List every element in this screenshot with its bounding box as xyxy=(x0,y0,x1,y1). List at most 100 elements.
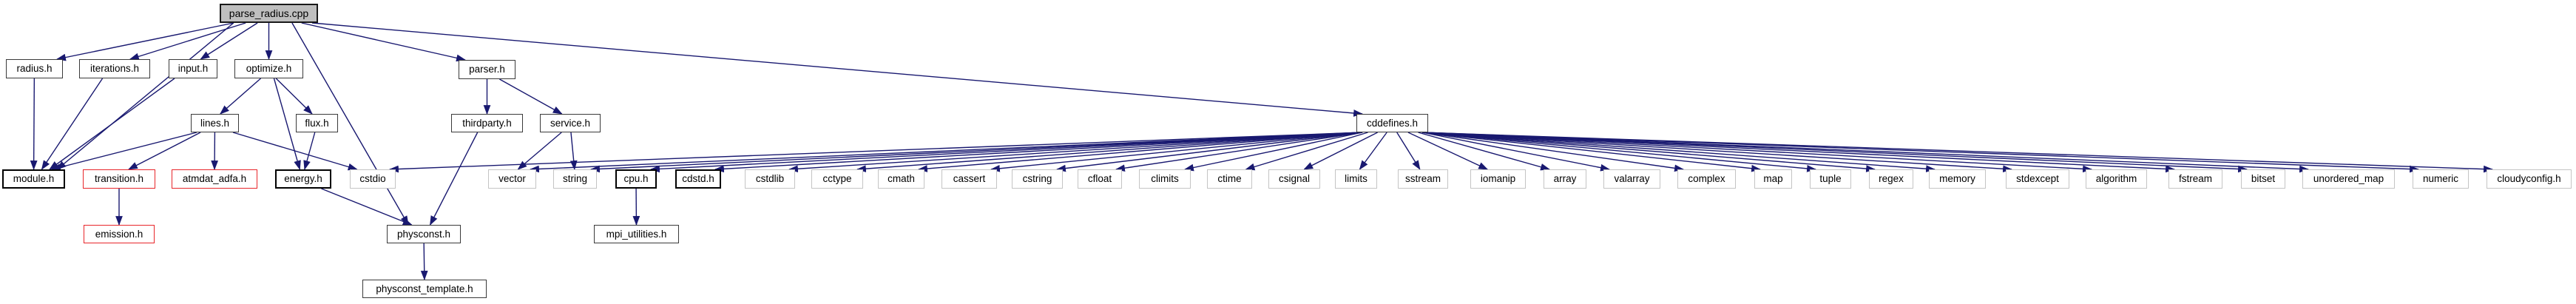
node-memory: memory xyxy=(1929,169,1986,189)
node-transition-h[interactable]: transition.h xyxy=(83,169,155,189)
edge-parser-h-to-service-h xyxy=(499,78,563,115)
node-emission-h[interactable]: emission.h xyxy=(84,225,155,243)
edge-cddefines-h-to-stdexcept xyxy=(1421,132,2013,173)
node-energy-h[interactable]: energy.h xyxy=(275,169,331,189)
edge-cddefines-h-to-cassert xyxy=(990,132,1363,172)
node-parser-h[interactable]: parser.h xyxy=(459,60,515,79)
edge-cddefines-h-to-cmath xyxy=(917,132,1363,172)
node-service-h[interactable]: service.h xyxy=(540,114,601,132)
node-parse-radius-cpp[interactable]: parse_radius.cpp xyxy=(220,4,318,23)
node-mpi-utilities-h[interactable]: mpi_utilities.h xyxy=(594,225,679,243)
node-sstream: sstream xyxy=(1398,169,1448,189)
edge-cddefines-h-to-tuple xyxy=(1421,132,1817,172)
edge-lines-h-to-cstdio xyxy=(232,132,358,171)
node-cstdio: cstdio xyxy=(350,169,396,189)
node-regex: regex xyxy=(1869,169,1913,189)
node-map: map xyxy=(1754,169,1792,189)
edge-cddefines-h-to-array xyxy=(1418,132,1551,171)
node-ctime: ctime xyxy=(1207,169,1252,189)
node-physconst-template-h[interactable]: physconst_template.h xyxy=(362,280,487,298)
edge-cddefines-h-to-sstream xyxy=(1396,132,1421,170)
edge-radius-h-to-module-h xyxy=(30,78,38,171)
node-tuple: tuple xyxy=(1810,169,1851,189)
edge-parse-radius-cpp-to-physconst-h xyxy=(291,22,409,226)
node-climits: climits xyxy=(1139,169,1191,189)
edge-cddefines-h-to-ctime xyxy=(1245,132,1368,171)
edge-optimize-h-to-flux-h xyxy=(275,78,313,115)
edge-optimize-h-to-energy-h xyxy=(273,78,301,171)
edge-input-h-to-module-h xyxy=(49,78,175,170)
node-limits: limits xyxy=(1335,169,1377,189)
edge-parse-radius-cpp-to-input-h xyxy=(200,22,258,60)
edge-cddefines-h-to-fstream xyxy=(1421,132,2176,173)
edge-parse-radius-cpp-to-cddefines-h xyxy=(311,22,1364,117)
node-cassert: cassert xyxy=(942,169,997,189)
node-atmdat-adfa-h[interactable]: atmdat_adfa.h xyxy=(172,169,257,189)
node-iterations-h[interactable]: iterations.h xyxy=(79,59,150,78)
node-complex: complex xyxy=(1677,169,1736,189)
node-input-h[interactable]: input.h xyxy=(169,59,217,78)
node-flux-h[interactable]: flux.h xyxy=(296,114,338,132)
edge-cddefines-h-to-valarray xyxy=(1421,132,1611,172)
node-thirdparty-h[interactable]: thirdparty.h xyxy=(451,114,523,132)
edge-thirdparty-h-to-physconst-h xyxy=(429,132,479,226)
node-algorithm: algorithm xyxy=(2086,169,2147,189)
edge-cddefines-h-to-cstring xyxy=(1055,132,1363,172)
node-numeric: numeric xyxy=(2413,169,2469,189)
node-fstream: fstream xyxy=(2168,169,2222,189)
edge-cddefines-h-to-cstdio xyxy=(388,132,1363,173)
edge-optimize-h-to-lines-h xyxy=(219,78,262,115)
node-stdexcept: stdexcept xyxy=(2006,169,2069,189)
edge-parse-radius-cpp-to-parser-h xyxy=(301,22,467,62)
node-cpu-h[interactable]: cpu.h xyxy=(615,169,657,189)
node-optimize-h[interactable]: optimize.h xyxy=(234,59,303,78)
edge-cddefines-h-to-regex xyxy=(1421,132,1876,172)
node-string: string xyxy=(553,169,597,189)
edge-cddefines-h-to-cloudyconfig-h xyxy=(1421,132,2494,173)
node-csignal: csignal xyxy=(1268,169,1320,189)
node-cstring: cstring xyxy=(1012,169,1063,189)
node-cstdlib: cstdlib xyxy=(745,169,795,189)
node-vector: vector xyxy=(488,169,536,189)
edge-parse-radius-cpp-to-module-h xyxy=(56,22,234,170)
edge-iterations-h-to-module-h xyxy=(41,78,104,170)
edge-cddefines-h-to-cstdlib xyxy=(788,132,1363,173)
edge-service-h-to-string xyxy=(569,132,578,171)
edge-cddefines-h-to-limits xyxy=(1359,132,1387,170)
node-cmath: cmath xyxy=(878,169,924,189)
node-cloudyconfig-h: cloudyconfig.h xyxy=(2487,169,2572,189)
node-valarray: valarray xyxy=(1603,169,1660,189)
edge-cddefines-h-to-string xyxy=(589,132,1363,173)
edge-cddefines-h-to-algorithm xyxy=(1421,132,2093,173)
node-lines-h[interactable]: lines.h xyxy=(191,114,239,132)
node-cddefines-h[interactable]: cddefines.h xyxy=(1356,114,1428,132)
node-radius-h[interactable]: radius.h xyxy=(6,59,63,78)
edge-cddefines-h-to-csignal xyxy=(1303,132,1378,170)
edge-cddefines-h-to-climits xyxy=(1183,132,1363,172)
edge-lines-h-to-module-h xyxy=(50,132,197,171)
edge-service-h-to-vector xyxy=(517,132,562,170)
node-unordered-map: unordered_map xyxy=(2302,169,2395,189)
edge-cddefines-h-to-cfloat xyxy=(1115,132,1363,172)
node-array: array xyxy=(1544,169,1586,189)
node-bitset: bitset xyxy=(2241,169,2285,189)
edge-lines-h-to-transition-h xyxy=(127,132,201,170)
node-module-h[interactable]: module.h xyxy=(2,169,65,189)
node-physconst-h[interactable]: physconst.h xyxy=(387,225,461,243)
edge-physconst-h-to-physconst-template-h xyxy=(420,243,428,281)
edge-cddefines-h-to-unordered-map xyxy=(1421,132,2310,173)
node-cctype: cctype xyxy=(811,169,863,189)
edge-energy-h-to-physconst-h xyxy=(321,188,413,226)
edge-cddefines-h-to-cctype xyxy=(856,132,1363,172)
edge-flux-h-to-energy-h xyxy=(303,132,316,171)
node-cdstd-h[interactable]: cdstd.h xyxy=(675,169,721,189)
edge-cddefines-h-to-complex xyxy=(1421,132,1685,172)
edge-cddefines-h-to-map xyxy=(1421,132,1762,172)
edge-cddefines-h-to-iomanip xyxy=(1407,132,1489,170)
edge-cddefines-h-to-cdstd-h xyxy=(714,132,1363,173)
node-cfloat: cfloat xyxy=(1078,169,1122,189)
node-iomanip: iomanip xyxy=(1470,169,1526,189)
edge-parse-radius-cpp-to-radius-h xyxy=(55,22,234,61)
